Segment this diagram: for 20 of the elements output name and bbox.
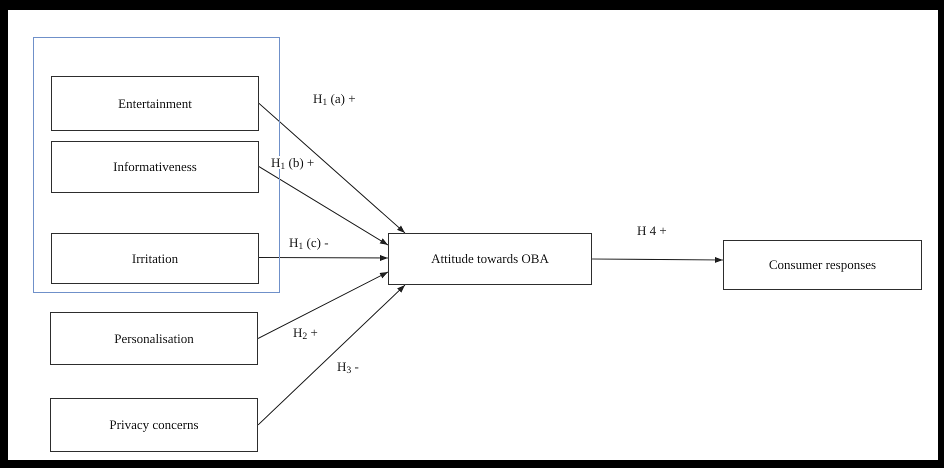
edge-label: H$_{1}$ (b) +: [270, 156, 316, 169]
construct-box: Privacy concerns: [50, 398, 258, 452]
arrow: [258, 284, 406, 426]
edge-label: H$_{1}$ (c) -: [288, 236, 330, 249]
edge-label: H$_{1}$ (a) +: [312, 92, 357, 105]
arrow: [258, 102, 406, 234]
construct-box: Consumer responses: [723, 240, 922, 290]
construct-box: Personalisation: [50, 312, 258, 365]
arrow: [592, 256, 723, 263]
group-box: [33, 37, 280, 293]
construct-box: Entertainment: [51, 76, 259, 131]
edge-label: H$_{3}$ -: [336, 360, 360, 373]
construct-box: Informativeness: [51, 141, 259, 193]
construct-box: Attitude towards OBA: [388, 233, 592, 285]
edge-label: H$_{2}$ +: [292, 326, 319, 339]
arrow: [258, 166, 388, 246]
arrow: [258, 254, 388, 261]
arrow: [258, 272, 388, 339]
construct-box: Irritation: [51, 233, 259, 284]
edge-label: H 4 +: [636, 224, 668, 237]
